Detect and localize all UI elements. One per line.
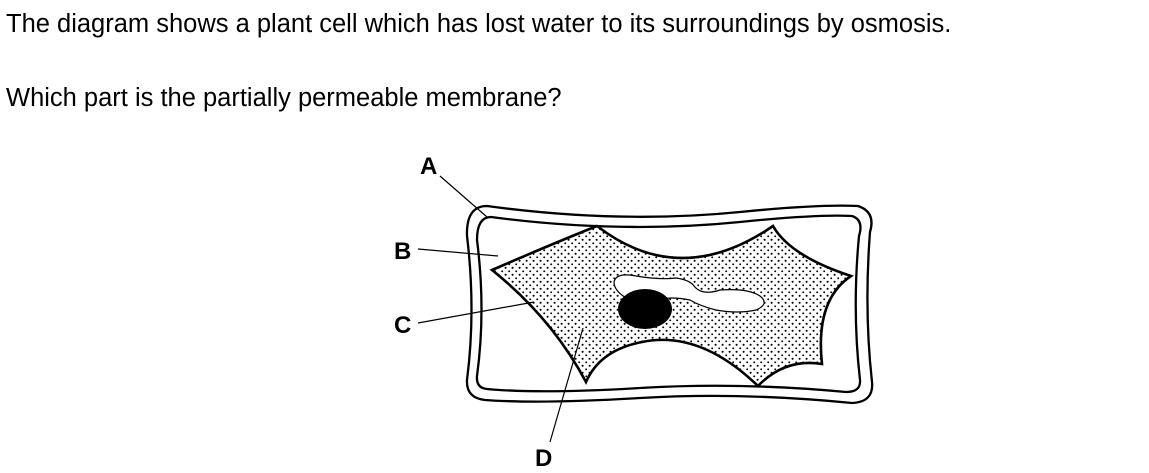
label-a-pointer xyxy=(439,175,488,218)
nucleus xyxy=(618,289,672,329)
label-b-pointer xyxy=(417,248,499,257)
label-d-pointer xyxy=(549,327,584,443)
label-d: D xyxy=(535,445,552,472)
label-c: C xyxy=(394,312,411,339)
cell-membrane xyxy=(489,224,854,388)
label-c-pointer xyxy=(417,301,535,324)
question-intro: The diagram shows a plant cell which has… xyxy=(6,10,952,38)
label-a: A xyxy=(420,153,437,180)
cell-wall-inner xyxy=(475,214,862,394)
cell-wall-outer xyxy=(465,204,874,405)
label-b: B xyxy=(394,238,411,265)
question-prompt: Which part is the partially permeable me… xyxy=(6,84,562,112)
